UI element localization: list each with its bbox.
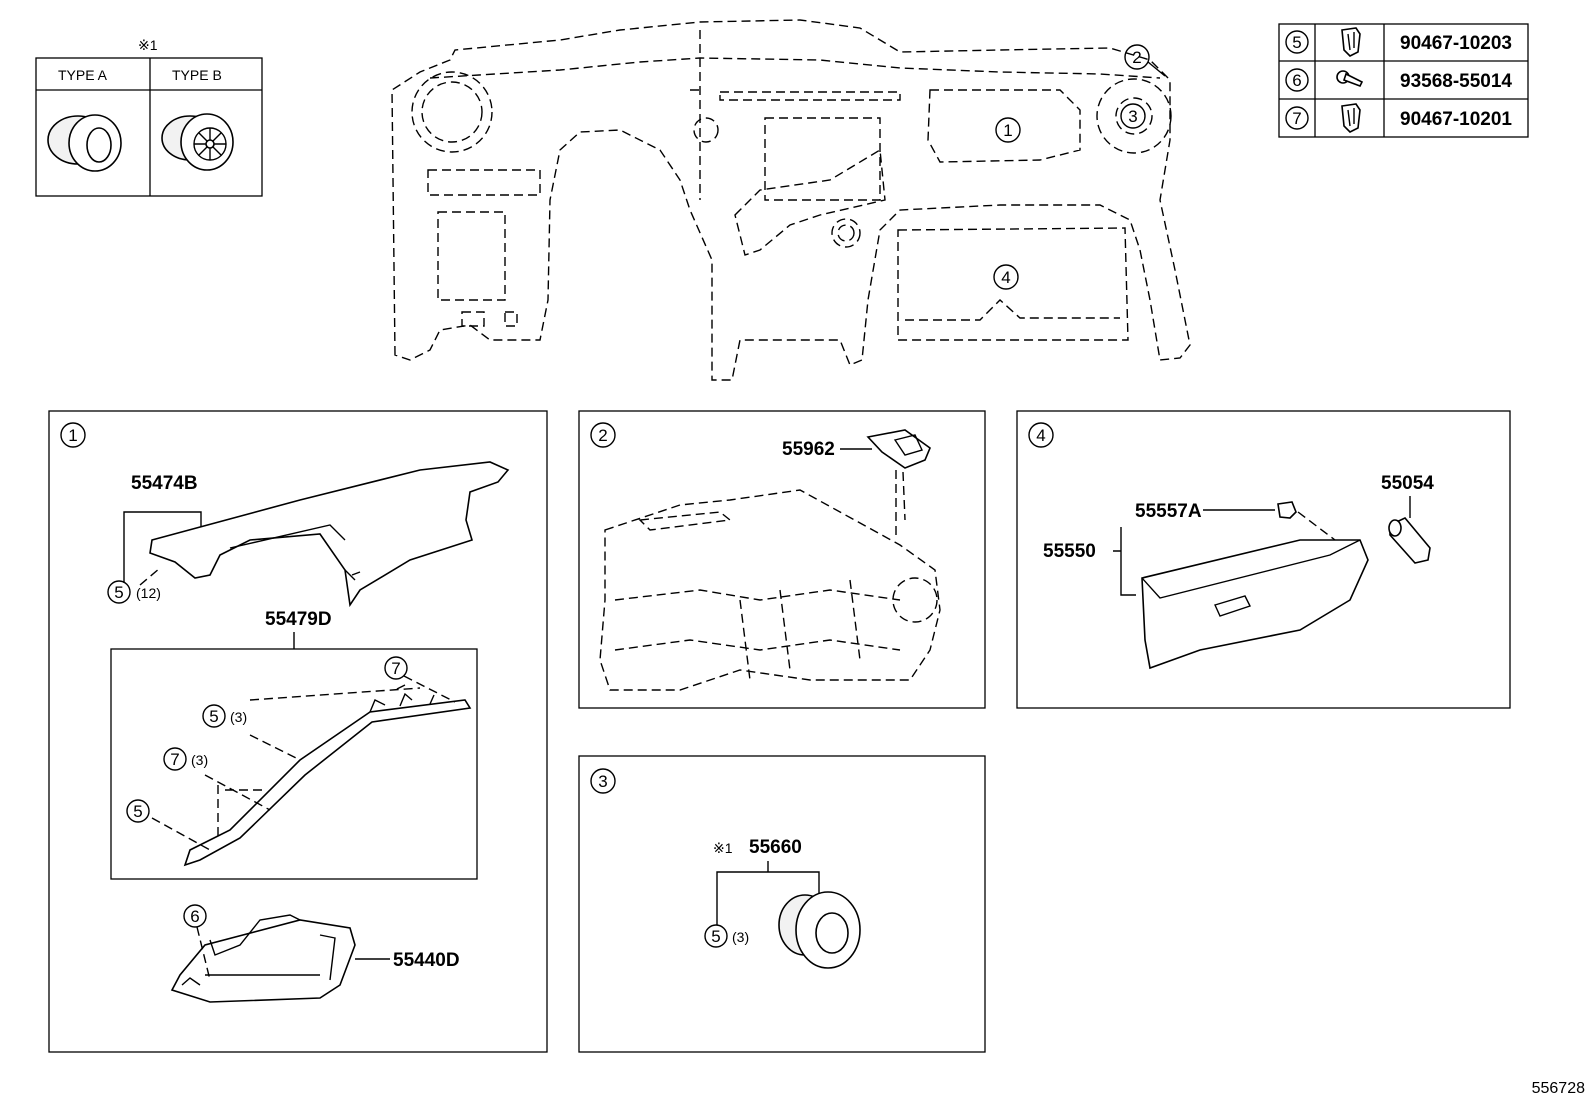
svg-text:3: 3 bbox=[1128, 107, 1137, 126]
table-ref-7: 7 bbox=[1292, 109, 1301, 128]
qty-3-ref7: (3) bbox=[191, 752, 208, 768]
part-55962: 55962 bbox=[782, 439, 835, 460]
type-b-label: TYPE B bbox=[172, 67, 222, 83]
qty-3-vent: (3) bbox=[732, 929, 749, 945]
vent-type-b-icon bbox=[161, 113, 234, 171]
ref-5-mid: 5 bbox=[209, 707, 218, 726]
ref-5-low: 5 bbox=[133, 802, 142, 821]
overview-callout-1: 1 bbox=[995, 117, 1021, 143]
svg-text:2: 2 bbox=[1132, 48, 1141, 67]
part-55474B: 55474B bbox=[131, 473, 198, 494]
part-number-93568-55014: 93568-55014 bbox=[1400, 71, 1512, 92]
clip-icon bbox=[1341, 27, 1361, 57]
type-legend: ※1 TYPE A TYPE B bbox=[35, 37, 263, 197]
latch-part bbox=[1277, 501, 1297, 519]
ref-5-vent: 5 bbox=[711, 927, 720, 946]
type-a-label: TYPE A bbox=[58, 67, 108, 83]
overview-callout-3: 3 bbox=[1120, 103, 1146, 129]
diagram-id: 556728 bbox=[1532, 1080, 1585, 1097]
ref-7-top: 7 bbox=[391, 659, 400, 678]
vent-cap-part bbox=[866, 429, 931, 469]
screw-icon bbox=[1336, 70, 1364, 88]
detail-panel-1: 1 55474B 5 (12) 55479D 7 5 (3) 7 (3) 5 bbox=[48, 410, 548, 1053]
overview-callout-2: 2 bbox=[1124, 44, 1166, 77]
svg-text:4: 4 bbox=[1001, 268, 1010, 287]
ref-5-upper: 5 bbox=[114, 583, 123, 602]
panel-4-number: 4 bbox=[1036, 426, 1045, 445]
detail-panel-2: 2 55962 bbox=[578, 410, 986, 709]
table-ref-6: 6 bbox=[1292, 71, 1301, 90]
lower-trim-strip-part bbox=[183, 692, 472, 867]
part-55054: 55054 bbox=[1381, 473, 1434, 494]
qty-12: (12) bbox=[136, 585, 161, 601]
glove-box-part bbox=[1141, 539, 1369, 670]
table-ref-5: 5 bbox=[1292, 33, 1301, 52]
damper-part bbox=[1388, 517, 1431, 564]
center-vent-part bbox=[778, 891, 861, 969]
upper-dash-panel-part bbox=[149, 461, 510, 608]
ref-6-screw: 6 bbox=[190, 907, 199, 926]
detail-panel-3: 3 ※1 55660 5 (3) bbox=[578, 755, 986, 1053]
part-55660: 55660 bbox=[749, 837, 802, 858]
svg-text:1: 1 bbox=[1003, 121, 1012, 140]
vent-type-a-icon bbox=[47, 114, 122, 172]
overview-callout-4: 4 bbox=[993, 264, 1019, 290]
part-55550: 55550 bbox=[1043, 541, 1096, 562]
panel-1-number: 1 bbox=[68, 426, 77, 445]
part-55479D: 55479D bbox=[265, 609, 332, 630]
clip-icon bbox=[1341, 103, 1361, 133]
panel-3-number: 3 bbox=[598, 772, 607, 791]
legend-note-mark: ※1 bbox=[138, 37, 158, 53]
ref-7-mid: 7 bbox=[170, 750, 179, 769]
detail-panel-4: 4 55054 55557A 55550 bbox=[1016, 410, 1511, 709]
part-number-90467-10203: 90467-10203 bbox=[1400, 33, 1512, 54]
part-55440D: 55440D bbox=[393, 950, 460, 971]
part-number-90467-10201: 90467-10201 bbox=[1400, 109, 1512, 130]
dashboard-overview: 1 2 3 4 bbox=[391, 19, 1191, 381]
part-55557A: 55557A bbox=[1135, 501, 1202, 522]
lower-box-part bbox=[170, 914, 356, 1003]
panel-2-number: 2 bbox=[598, 426, 607, 445]
dashboard-frame-part bbox=[599, 489, 941, 691]
qty-3-ref5: (3) bbox=[230, 709, 247, 725]
panel-3-note-mark: ※1 bbox=[713, 840, 733, 856]
fastener-table: 5 6 7 90467-10203 93568-55014 90467-1020… bbox=[1278, 23, 1529, 138]
